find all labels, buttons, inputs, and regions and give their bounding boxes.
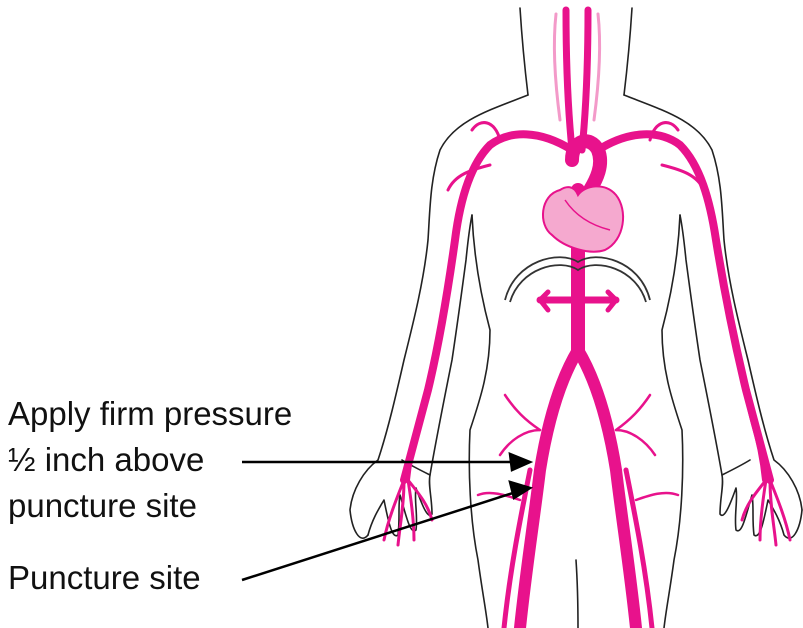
- annotation-arrows: [242, 454, 530, 580]
- pressure-arrowhead: [510, 454, 530, 470]
- pressure-instruction-line3: puncture site: [8, 486, 197, 526]
- puncture-site-label: Puncture site: [8, 558, 201, 598]
- pressure-instruction-line1: Apply firm pressure: [8, 394, 292, 434]
- arteries: [384, 10, 790, 628]
- pressure-instruction-line2: ½ inch above: [8, 440, 204, 480]
- heart: [543, 186, 623, 251]
- puncture-arrow-line: [242, 492, 516, 580]
